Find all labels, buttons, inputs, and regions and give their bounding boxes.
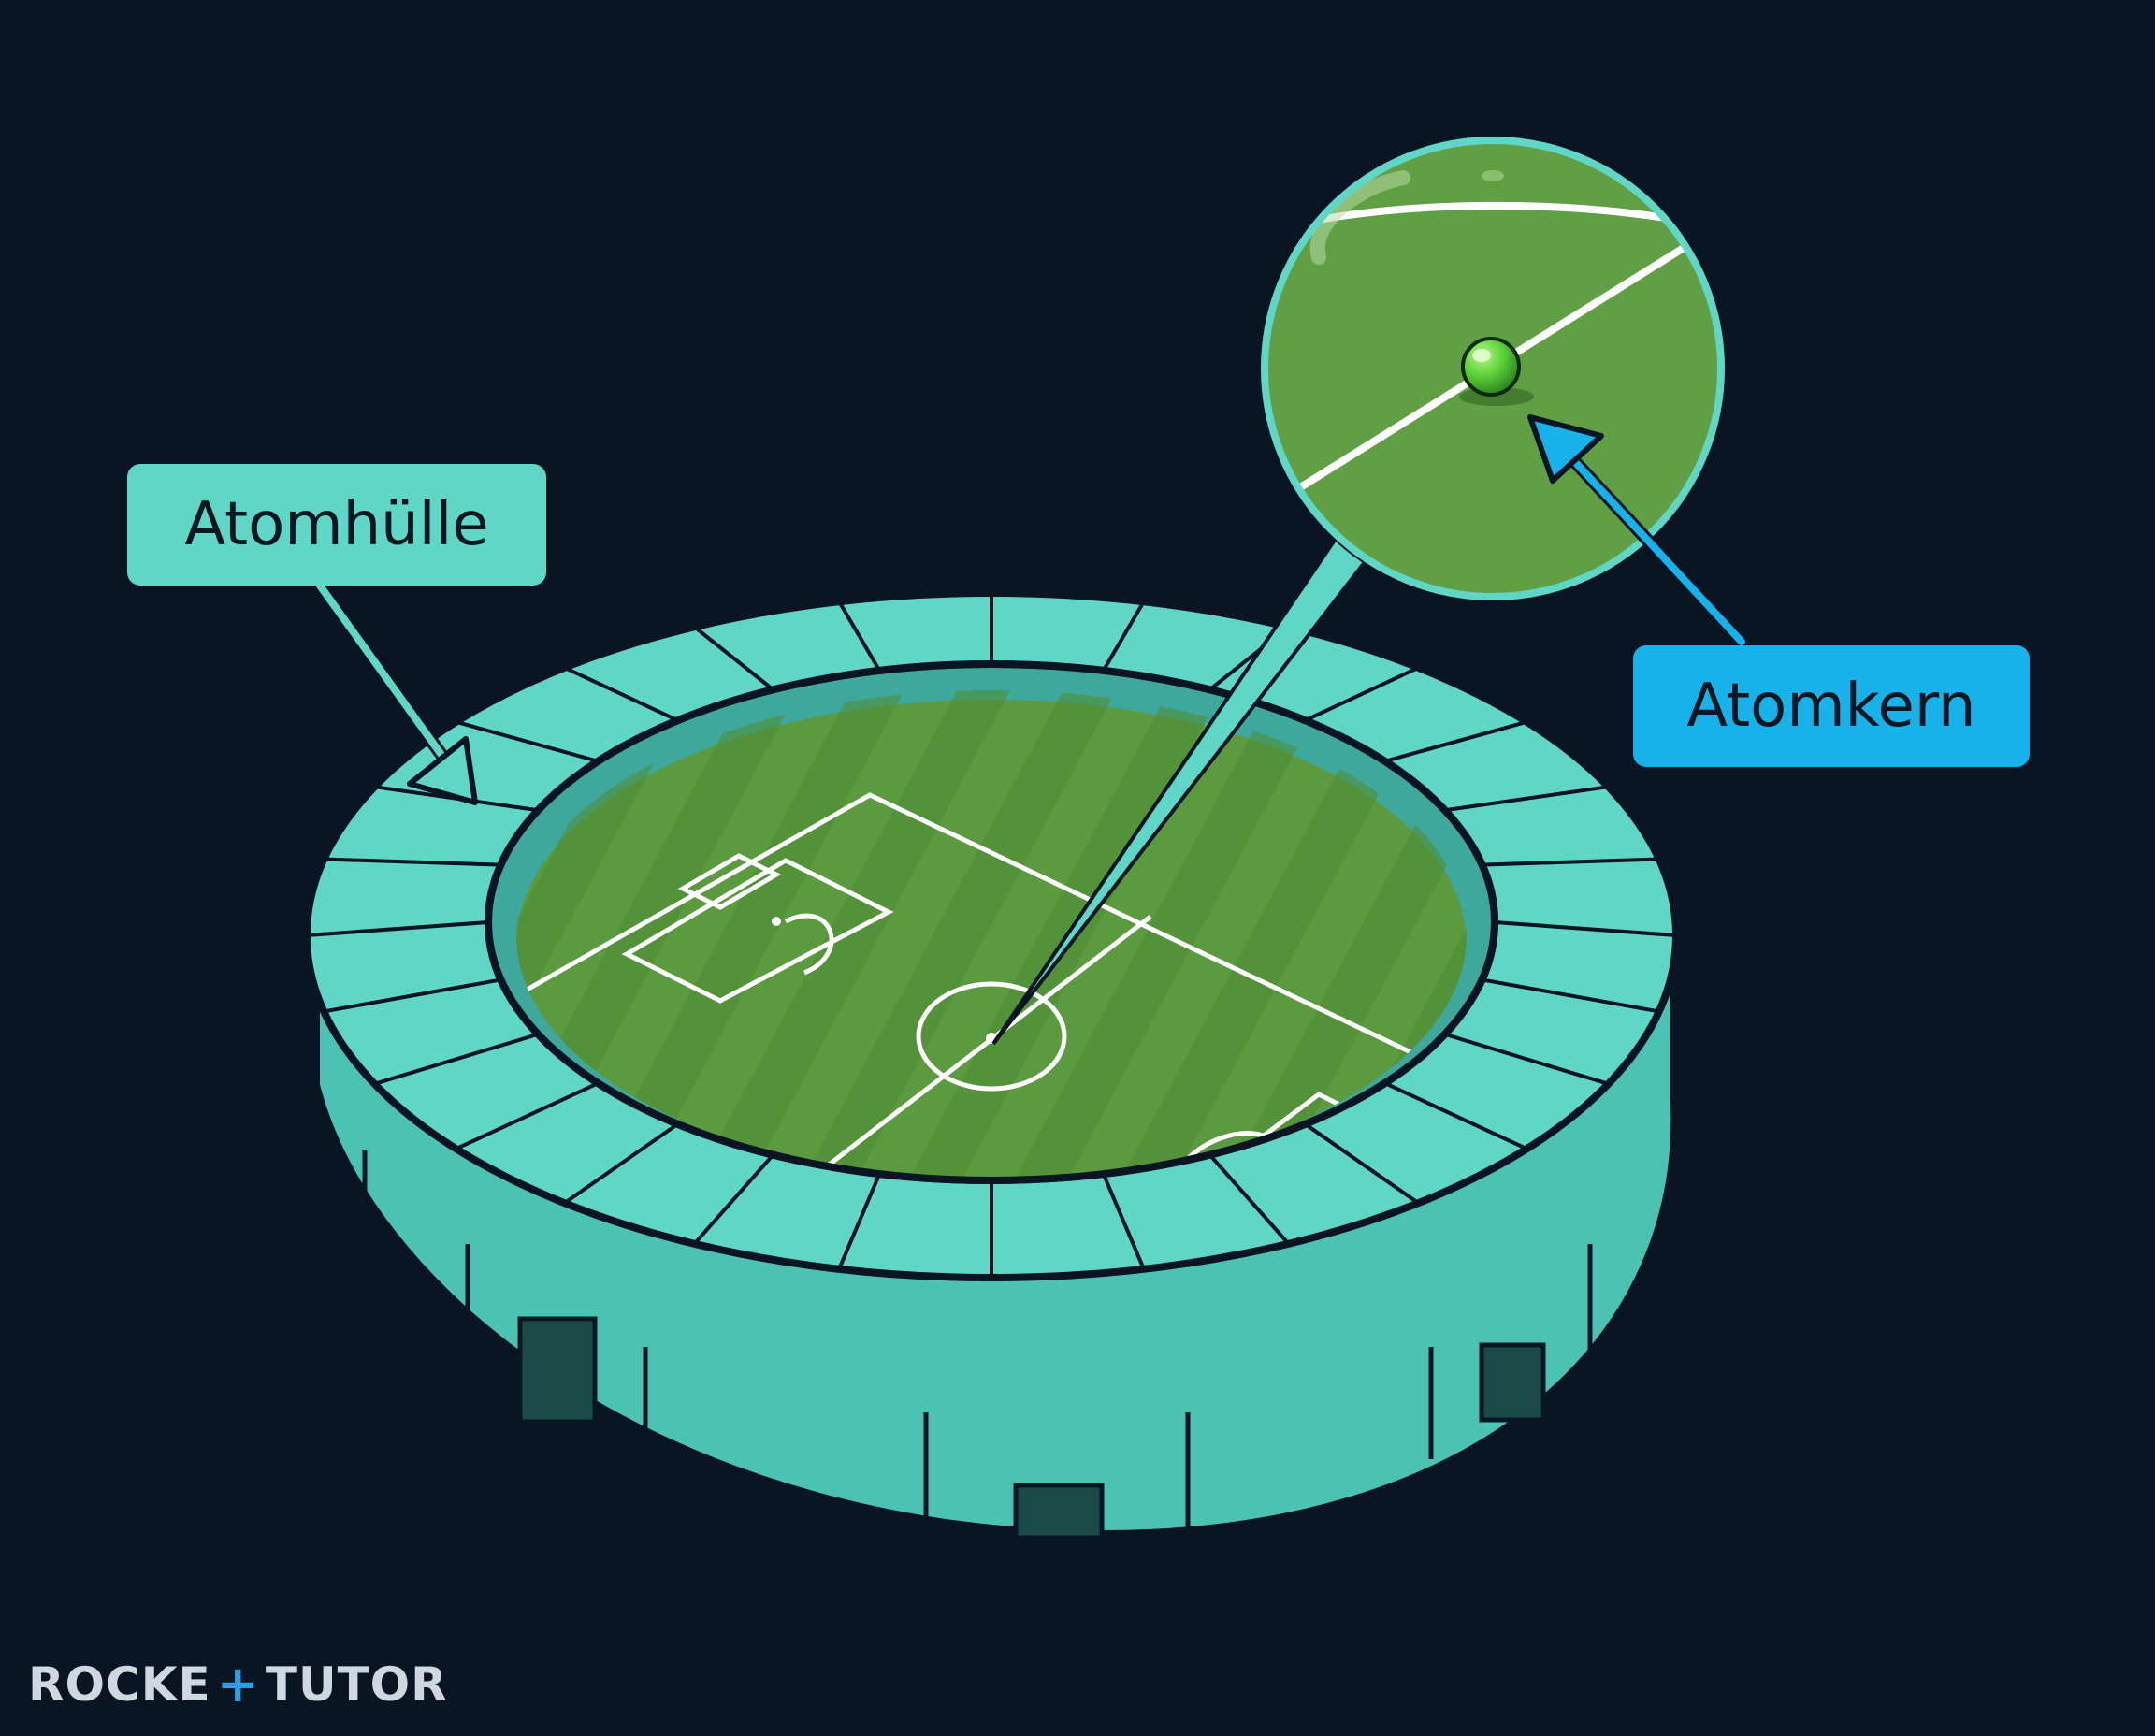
- brand-logo: ROCKE + TUTOR: [28, 1659, 448, 1710]
- nucleus-label-text: Atomkern: [1686, 672, 1976, 741]
- brand-plus: +: [216, 1655, 260, 1714]
- arrow-to-nucleus: [1527, 414, 1748, 648]
- brand-text-a: ROCKE: [28, 1657, 211, 1712]
- shell-label-text: Atomhülle: [184, 490, 489, 559]
- arrow-to-shell: [313, 579, 478, 805]
- seat-division: [373, 1032, 539, 1086]
- shell-label: Atomhülle: [127, 464, 546, 586]
- brand-text-b: TUTOR: [265, 1657, 448, 1712]
- magnifier-circle: [1259, 135, 1727, 602]
- seat-division: [1482, 977, 1660, 1014]
- seat-division: [455, 1081, 600, 1151]
- seat-division: [1444, 785, 1609, 813]
- pitch-stripe: [644, 690, 1081, 1180]
- inner-rim: [485, 660, 1498, 1184]
- seat-division: [1101, 1173, 1146, 1270]
- pitch-stripe: [891, 690, 1329, 1180]
- seat-division: [1383, 1081, 1528, 1151]
- seat-division: [837, 1173, 882, 1270]
- pitch-stripe: [726, 690, 1164, 1180]
- pitch-stripe: [516, 690, 833, 1170]
- seat-division: [1384, 719, 1527, 763]
- seat-division: [1494, 920, 1677, 937]
- seat-division: [563, 1122, 679, 1205]
- pitch-stripe: [516, 690, 916, 1180]
- nucleus-ball: [1461, 337, 1521, 397]
- seat-division: [324, 857, 501, 867]
- seat-division: [563, 666, 679, 723]
- seat-division: [1304, 666, 1420, 723]
- seat-division: [693, 625, 774, 691]
- seat-division: [1482, 857, 1659, 867]
- seat-division: [1444, 1032, 1610, 1086]
- nucleus-label: Atomkern: [1633, 645, 2030, 767]
- seat-division: [837, 600, 882, 672]
- seat-division: [1304, 1122, 1420, 1205]
- pitch-stripe: [974, 711, 1411, 1180]
- seat-division: [1101, 600, 1146, 672]
- seat-division: [1208, 1153, 1291, 1246]
- seat-division: [306, 920, 489, 937]
- pitch-stripe: [809, 690, 1246, 1180]
- pitch: [516, 690, 1467, 1180]
- seat-division: [323, 977, 501, 1014]
- seat-division: [692, 1153, 775, 1246]
- seat-division: [456, 719, 599, 763]
